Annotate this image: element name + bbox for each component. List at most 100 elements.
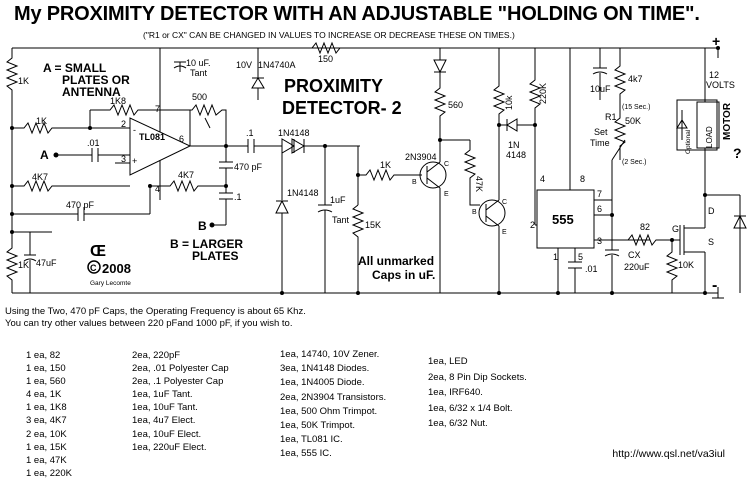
cx-value-label: 220uF — [624, 262, 650, 272]
c-01-left-label: .01 — [87, 138, 100, 148]
opamp-pin-6: 6 — [179, 134, 184, 144]
zener-voltage-label: 10V — [236, 60, 252, 70]
parts-list-item: 4 ea, 1K — [26, 389, 62, 401]
parts-list-item: 1ea, 555 IC. — [280, 448, 332, 460]
copyright-name: Gary Lecomte — [90, 280, 131, 287]
subtitle: ("R1 or CX" CAN BE CHANGED IN VALUES TO … — [143, 30, 515, 40]
parts-list-item: 1 ea, 15K — [26, 441, 67, 453]
q1-pin-e: E — [444, 191, 449, 198]
parts-list-item: 3ea, 1N4148 Diodes. — [280, 363, 370, 375]
c-1uf-tant-label: Tant — [332, 215, 350, 225]
parts-list-item: 1ea, 1uF Tant. — [132, 389, 193, 401]
r-220k-label: 220K — [538, 83, 548, 104]
r-4k7-top-label: 4k7 — [628, 74, 643, 84]
r1-label: R1 — [605, 112, 617, 122]
point-a-label: A — [40, 148, 49, 162]
parts-list-item: 1ea, 14740, 10V Zener. — [280, 349, 380, 360]
r-1k-input-label: 1K — [36, 116, 47, 126]
c-470pf-right-label: 470 pF — [234, 162, 263, 172]
r-1k8-label: 1K8 — [110, 96, 126, 106]
time-2sec-label: (2 Sec.) — [622, 159, 647, 166]
timer-pin-5: 5 — [578, 252, 583, 262]
q1-pin-c: C — [444, 161, 449, 168]
opamp-pin-3: 3 — [121, 154, 126, 164]
svg-text:C: C — [90, 263, 97, 273]
q2-pin-b: B — [472, 209, 477, 216]
opamp-pin-7: 7 — [155, 104, 160, 114]
parts-list-item: 2ea, .01 Polyester Cap — [132, 363, 229, 375]
label-a-desc-2: PLATES OR — [62, 73, 130, 87]
parts-list-item: 1 ea, 47K — [26, 454, 67, 466]
c-470pf-left-label: 470 pF — [66, 200, 95, 210]
opamp-plus: + — [132, 156, 137, 166]
timer-pin-1: 1 — [553, 252, 558, 262]
c-1uf-label: 1uF — [330, 195, 346, 205]
q1-label: 2N3904 — [405, 152, 437, 162]
timer-pin-8: 8 — [580, 174, 585, 184]
unmarked-note-1: All unmarked — [358, 254, 434, 268]
label-a-desc-3: ANTENNA — [62, 85, 121, 99]
motor-question: ? — [733, 145, 742, 161]
note-line-1: Using the Two, 470 pF Caps, the Operatin… — [5, 306, 306, 317]
supply-voltage-2: VOLTS — [706, 80, 735, 90]
source-url[interactable]: http://www.qsl.net/va3iul — [612, 448, 725, 460]
timer-pin-4: 4 — [540, 174, 545, 184]
set-time-label-1: Set — [594, 127, 608, 137]
motor-label: MOTOR — [722, 102, 733, 140]
opamp-minus: - — [133, 125, 136, 135]
label-b-desc-2: PLATES — [192, 249, 238, 263]
label-a-desc-1: A = SMALL — [43, 61, 106, 75]
zener-part-label: 1N4740A — [258, 60, 296, 70]
r-82-label: 82 — [640, 222, 650, 232]
parts-list-item: 1ea, 500 Ohm Trimpot. — [280, 405, 378, 417]
parts-list-item: 1ea, 10uF Tant. — [132, 402, 198, 414]
parts-list-item: 3 ea, 4K7 — [26, 415, 67, 427]
parts-list-item: 2ea, 2N3904 Transistors. — [280, 391, 387, 403]
r-10k-bottom-label: 10K — [678, 260, 694, 270]
unmarked-note-2: Caps in uF. — [372, 268, 435, 282]
mosfet-pin-s: S — [708, 237, 714, 247]
r-1k-left-label: 1K — [18, 76, 29, 86]
r-150-label: 150 — [318, 54, 333, 64]
parts-list-item: 1ea, 6/32 Nut. — [428, 418, 488, 429]
q2-pin-c: C — [502, 199, 507, 206]
copyright-logo: Œ C 2008 Gary Lecomte — [87, 243, 131, 287]
d-1n4148-b-label: 1N4148 — [287, 188, 319, 198]
trimpot-50k-label: 50K — [625, 116, 641, 126]
svg-text:Œ: Œ — [90, 243, 106, 260]
parts-list-item: 1 ea, 220K — [26, 467, 72, 479]
schematic-heading-1: PROXIMITY — [284, 76, 383, 96]
c-10uf-tant-label: 10 uF. — [186, 58, 211, 68]
load-label: LOAD — [705, 126, 714, 148]
timer-pin-6: 6 — [597, 204, 602, 214]
label-b-desc-1: B = LARGER — [170, 237, 243, 251]
d-1n4148-a-label: 1N4148 — [278, 128, 310, 138]
parts-list-item: 1ea, 1N4005 Diode. — [280, 377, 365, 389]
parts-list-semiconductors: 1ea, 14740, 10V Zener. 3ea, 1N4148 Diodes… — [280, 348, 386, 462]
set-time-label-2: Time — [590, 138, 610, 148]
cx-label: CX — [628, 250, 641, 260]
parts-list-item: 1 ea, 560 — [26, 376, 66, 388]
r-10k-top-label: 10k — [504, 95, 514, 110]
mosfet-pin-d: D — [708, 206, 715, 216]
timer-pin-7: 7 — [597, 189, 602, 199]
supply-voltage-1: 12 — [709, 70, 719, 80]
parts-list-item: 1ea, LED — [428, 356, 468, 367]
q1-pin-b: B — [412, 179, 417, 186]
c-1b-label: .1 — [234, 192, 242, 202]
c-01-right-label: .01 — [585, 264, 598, 274]
parts-list-item: 2ea, 220pF — [132, 350, 181, 361]
point-b-label: B — [198, 219, 207, 233]
c-10uf-tant2-label: Tant — [190, 68, 208, 78]
schematic-heading-2: DETECTOR- 2 — [282, 98, 402, 118]
optional-label: Optional — [685, 129, 692, 154]
parts-list-item: 1ea, TL081 IC. — [280, 434, 343, 446]
r-1k-bottom-label: 1K — [18, 260, 29, 270]
parts-list-item: 1ea, 50K Trimpot. — [280, 420, 355, 432]
r-47k-label: 47K — [474, 176, 484, 192]
trimpot-500-label: 500 — [192, 92, 207, 102]
opamp-ic-label: TL081 — [139, 132, 165, 142]
c-47uf-label: 47uF — [36, 258, 57, 268]
